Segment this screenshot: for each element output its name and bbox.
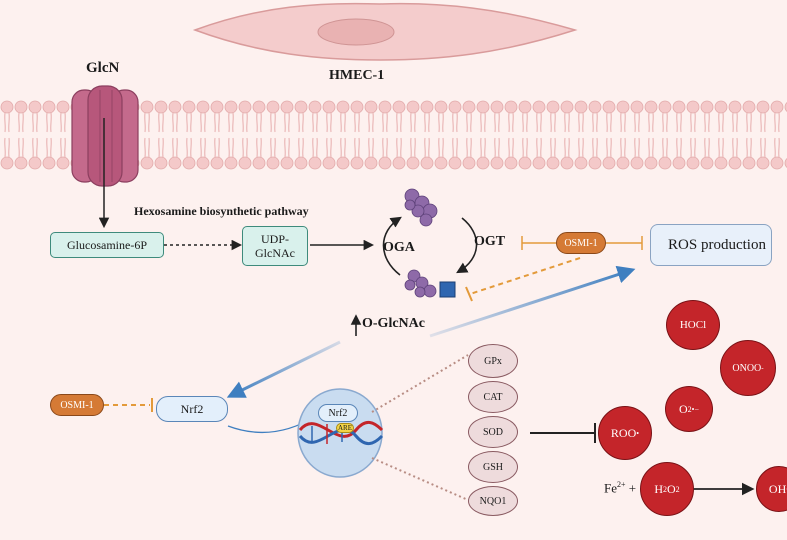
nucleus-shape — [297, 388, 383, 478]
glcnac-square-icon — [439, 281, 456, 298]
pathway-label: Hexosamine biosynthetic pathway — [134, 204, 309, 218]
iron-label: Fe2+ + — [604, 480, 636, 496]
ros-h2o2-h: H — [654, 481, 663, 496]
nucleus-nrf2-label: Nrf2 — [328, 407, 348, 419]
udp-label-line2: GlcNAc — [255, 246, 295, 260]
ros-roo: ROO• — [598, 406, 652, 460]
osmi-1-pill-top: OSMI-1 — [556, 232, 606, 254]
iron-fe: Fe — [604, 480, 617, 496]
ros-o2-sub: 2 — [687, 404, 692, 414]
inhibitor-antioxidants-to-roo — [530, 423, 596, 443]
arrow-ogt-cycle — [456, 217, 478, 274]
ros-o2-label: O — [679, 401, 688, 416]
osmi-1-label-top: OSMI-1 — [564, 237, 598, 249]
nrf2-node: Nrf2 — [156, 396, 228, 422]
antioxidant-gsh-label: GSH — [482, 461, 503, 473]
link-nucleus-to-nqo1 — [371, 457, 469, 501]
iron-plus: + — [628, 480, 637, 496]
ros-hocl-label: HOCl — [679, 319, 707, 331]
inhibitor-osmi-to-ros — [606, 236, 643, 250]
antioxidant-gpx: GPx — [468, 344, 518, 378]
nucleus-nrf2-node: Nrf2 — [318, 404, 358, 422]
are-badge: ARE — [336, 423, 354, 433]
inhibitor-osmi-to-glcnac — [465, 257, 581, 302]
nrf2-label: Nrf2 — [180, 401, 204, 416]
antioxidant-cat: CAT — [468, 381, 518, 413]
udp-label-line1: UDP- — [260, 232, 289, 246]
ros-h2o2-o: O — [667, 481, 676, 496]
protein-icon — [404, 188, 438, 227]
cell-nucleus-shape — [317, 18, 395, 46]
antioxidant-nqo1: NQO1 — [468, 486, 518, 516]
dna-helix-icon — [298, 421, 384, 445]
ros-h2o2-sub1: 2 — [663, 484, 667, 494]
ros-oh: OH• — [756, 466, 787, 512]
antioxidant-gsh: GSH — [468, 451, 518, 483]
antioxidant-nqo1-label: NQO1 — [479, 495, 507, 507]
arrow-oglcnac-to-nrf2 — [226, 340, 341, 398]
ros-onoo-label: ONOO — [732, 362, 762, 374]
udp-glcnac-node: UDP- GlcNAc — [242, 226, 308, 266]
glcnac-protein-icon — [404, 269, 437, 298]
ros-hocl: HOCl — [666, 300, 720, 350]
glucosamine-6p-node: Glucosamine-6P — [50, 232, 164, 258]
arrow-oga-cycle — [382, 216, 402, 276]
ogt-label: OGT — [474, 234, 506, 249]
glucosamine-6p-label: Glucosamine-6P — [67, 238, 147, 252]
ros-onoo-sup: - — [761, 364, 764, 372]
antioxidant-sod-label: SOD — [482, 426, 503, 438]
link-nucleus-to-gpx — [371, 354, 469, 413]
antioxidant-cat-label: CAT — [483, 391, 503, 403]
oga-label: OGA — [383, 240, 415, 255]
antioxidant-sod: SOD — [468, 416, 518, 448]
ros-production-label: ROS production — [668, 236, 766, 253]
cell-label: HMEC-1 — [329, 68, 385, 83]
glcn-label: GlcN — [86, 60, 120, 76]
arrow-oglcnac-to-ros — [429, 265, 636, 338]
ros-h2o2-sub2: 2 — [675, 484, 680, 494]
up-arrow-icon — [350, 314, 362, 336]
osmi-1-pill-left: OSMI-1 — [50, 394, 104, 416]
ros-o2-sup: •− — [691, 404, 699, 414]
ros-roo-label: ROO — [610, 425, 637, 440]
iron-fe-sup: 2+ — [617, 480, 626, 489]
glcn-transporter — [71, 85, 139, 187]
ros-production-node: ROS production — [650, 224, 772, 266]
antioxidant-gpx-label: GPx — [484, 355, 502, 367]
o-glcnac-label: O-GlcNAc — [362, 316, 425, 331]
ros-onoo: ONOO- — [720, 340, 776, 396]
osmi-1-label-left: OSMI-1 — [60, 399, 94, 411]
ros-roo-sup: • — [636, 428, 640, 438]
inhibitor-osmi-to-nrf2 — [104, 398, 153, 412]
inhibitor-osmi-to-ogt — [521, 236, 556, 250]
ros-oh-label: OH — [768, 481, 787, 496]
are-label: ARE — [338, 424, 352, 432]
